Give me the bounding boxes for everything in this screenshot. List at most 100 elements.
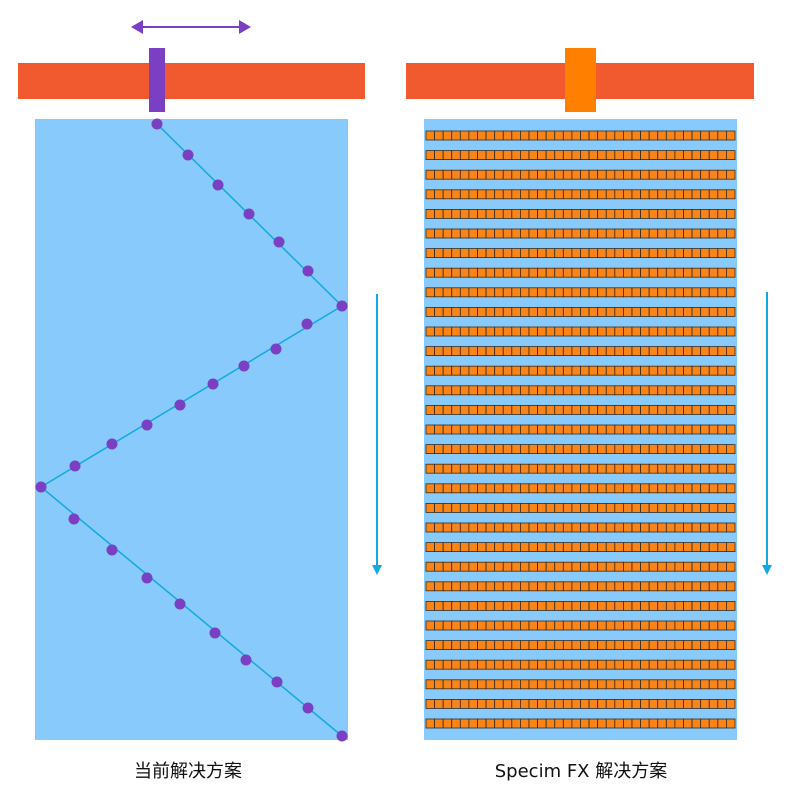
scan-points	[35, 118, 348, 742]
sensor-pixel	[605, 248, 616, 259]
sensor-pixel	[700, 444, 710, 455]
sensor-pixel	[511, 483, 521, 494]
sensor-pixel	[502, 287, 513, 298]
sensor-pixel	[468, 679, 478, 690]
sensor-pixel	[571, 718, 581, 729]
sensor-pixel	[640, 718, 650, 729]
sensor-pixel	[571, 444, 581, 455]
sensor-pixel	[468, 287, 478, 298]
sensor-pixel	[640, 679, 650, 690]
sensor-pixel	[545, 483, 556, 494]
sensor-pixel	[648, 404, 659, 415]
sensor-pixel	[683, 444, 693, 455]
sensor-pixel	[511, 306, 521, 317]
sensor-pixel	[631, 169, 641, 180]
sensor-pixel	[520, 326, 530, 337]
sensor-pixel	[580, 659, 590, 670]
sensor-pixel	[528, 404, 538, 415]
sensor-pixel	[554, 659, 564, 670]
sensor-pixel	[623, 718, 633, 729]
sensor-pixel	[502, 326, 513, 337]
sensor-pixel	[468, 463, 478, 474]
sensor-pixel	[717, 287, 727, 298]
sensor-pixel	[434, 463, 444, 474]
sensor-pixel	[597, 640, 607, 650]
sensor-pixel	[708, 208, 719, 219]
sensor-pixel	[588, 679, 599, 690]
sensor-pixel	[614, 306, 624, 317]
sensor-pixel	[459, 581, 470, 592]
sensor-pixel	[631, 189, 641, 200]
sensor-pixel	[494, 267, 504, 278]
sensor-pixel	[631, 248, 641, 259]
sensor-pixel	[726, 385, 736, 396]
sensor-pixel	[528, 699, 538, 709]
sensor-pixel	[528, 346, 538, 357]
sensor-pixel	[726, 640, 736, 650]
sensor-pixel	[477, 502, 487, 513]
sensor-pixel	[683, 365, 693, 376]
sensor-pixel-row	[425, 130, 736, 141]
sensor-pixel	[528, 542, 538, 552]
sensor-pixel	[717, 561, 727, 572]
sensor-pixel	[442, 581, 453, 592]
sensor-pixel	[425, 640, 435, 650]
sensor-pixel	[726, 169, 736, 180]
sensor-pixel	[717, 228, 727, 239]
sensor-pixel	[726, 620, 736, 631]
sensor-pixel	[459, 463, 470, 474]
sensor-pixel	[717, 306, 727, 317]
sensor-pixel	[614, 228, 624, 239]
sensor-pixel	[631, 483, 641, 494]
sensor-pixel	[468, 248, 478, 259]
sensor-pixel	[640, 601, 650, 611]
sensor-pixel	[545, 699, 556, 709]
sensor-pixel	[468, 365, 478, 376]
sensor-pixel	[494, 228, 504, 239]
sensor-pixel	[605, 699, 616, 709]
sensor-pixel	[442, 287, 453, 298]
sensor-pixel	[459, 150, 470, 161]
sensor-pixel	[597, 542, 607, 552]
sensor-pixel	[477, 463, 487, 474]
sensor-pixel	[520, 542, 530, 552]
sensor-pixel	[425, 228, 435, 239]
sensor-pixel	[640, 385, 650, 396]
sensor-pixel	[451, 287, 461, 298]
sensor-pixel	[434, 620, 444, 631]
sensor-pixel	[571, 424, 581, 435]
sensor-pixel	[580, 267, 590, 278]
sensor-pixel	[571, 130, 581, 141]
sensor-pixel	[623, 640, 633, 650]
sensor-pixel	[451, 365, 461, 376]
sensor-pixel	[502, 404, 513, 415]
sensor-pixel	[657, 581, 667, 592]
sensor-pixel	[468, 561, 478, 572]
sensor-pixel	[631, 699, 641, 709]
sensor-pixel	[665, 248, 676, 259]
sensor-pixel	[665, 561, 676, 572]
sensor-pixel	[708, 189, 719, 200]
sensor-pixel	[485, 306, 496, 317]
sensor-pixel	[674, 699, 684, 709]
sensor-pixel	[425, 306, 435, 317]
sensor-pixel	[665, 287, 676, 298]
sensor-pixel	[648, 208, 659, 219]
scan-point	[302, 702, 314, 714]
sensor-pixel	[580, 718, 590, 729]
sensor-pixel	[520, 404, 530, 415]
sensor-pixel	[528, 659, 538, 670]
sensor-pixel	[726, 601, 736, 611]
sensor-pixel	[683, 385, 693, 396]
sensor-pixel	[700, 699, 710, 709]
sensor-pixel	[648, 463, 659, 474]
sensor-pixel	[451, 150, 461, 161]
sensor-pixel	[674, 463, 684, 474]
sensor-pixel	[485, 287, 496, 298]
sensor-pixel	[434, 287, 444, 298]
sensor-pixel	[683, 346, 693, 357]
sensor-pixel	[468, 169, 478, 180]
sensor-pixel	[588, 718, 599, 729]
sensor-pixel	[459, 424, 470, 435]
